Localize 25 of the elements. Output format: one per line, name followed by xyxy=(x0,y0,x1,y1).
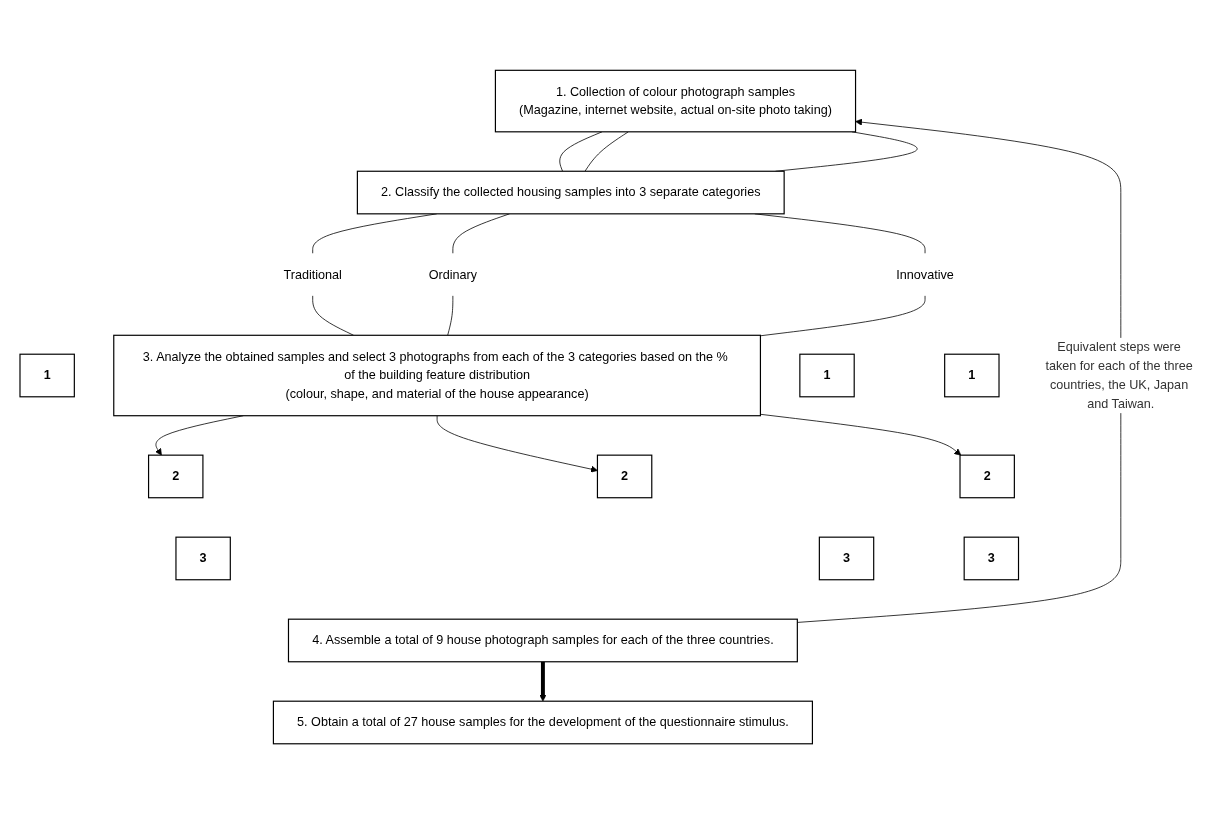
node-box: 1 xyxy=(18,353,75,398)
node-box: 3. Analyze the obtained samples and select 3 photographs from each of the 3 categories based on the % of the building feature distribution (colour, shape, and material of the house appearance) xyxy=(112,334,761,417)
connector xyxy=(558,131,602,172)
node-text: Innovative xyxy=(895,267,954,281)
node-box: 2 xyxy=(958,454,1015,499)
node-box: 1. Collection of colour photograph samples (Magazine, internet website, actual on-site photo taking) xyxy=(494,69,856,133)
node-box: 4. Assemble a total of 9 house photograph samples for each of the three countries. xyxy=(287,618,798,663)
connector xyxy=(584,131,629,172)
node-box: 5. Obtain a total of 27 house samples for the development of the questionnaire stimulus. xyxy=(272,700,813,745)
node-text: Traditional xyxy=(282,267,342,281)
arrow xyxy=(538,661,546,702)
node-box: 2. Classify the collected housing samples into 3 separate categories xyxy=(356,170,785,215)
node-box: 1 xyxy=(798,353,855,398)
connector xyxy=(451,213,510,254)
node-text: Ordinary xyxy=(428,267,477,281)
node-box: 2 xyxy=(147,454,203,499)
node-box: 3 xyxy=(963,536,1019,581)
node-box: 3 xyxy=(818,536,874,581)
node-box: 3 xyxy=(174,536,231,581)
connector xyxy=(446,295,453,336)
connector xyxy=(759,295,925,337)
node-box: 2 xyxy=(596,454,652,499)
connector xyxy=(311,295,354,336)
node-box: 1 xyxy=(943,353,1000,398)
edge-label: Equivalent steps were taken for each of the three countries, the UK, Japan and Taiwan. xyxy=(1044,339,1193,411)
